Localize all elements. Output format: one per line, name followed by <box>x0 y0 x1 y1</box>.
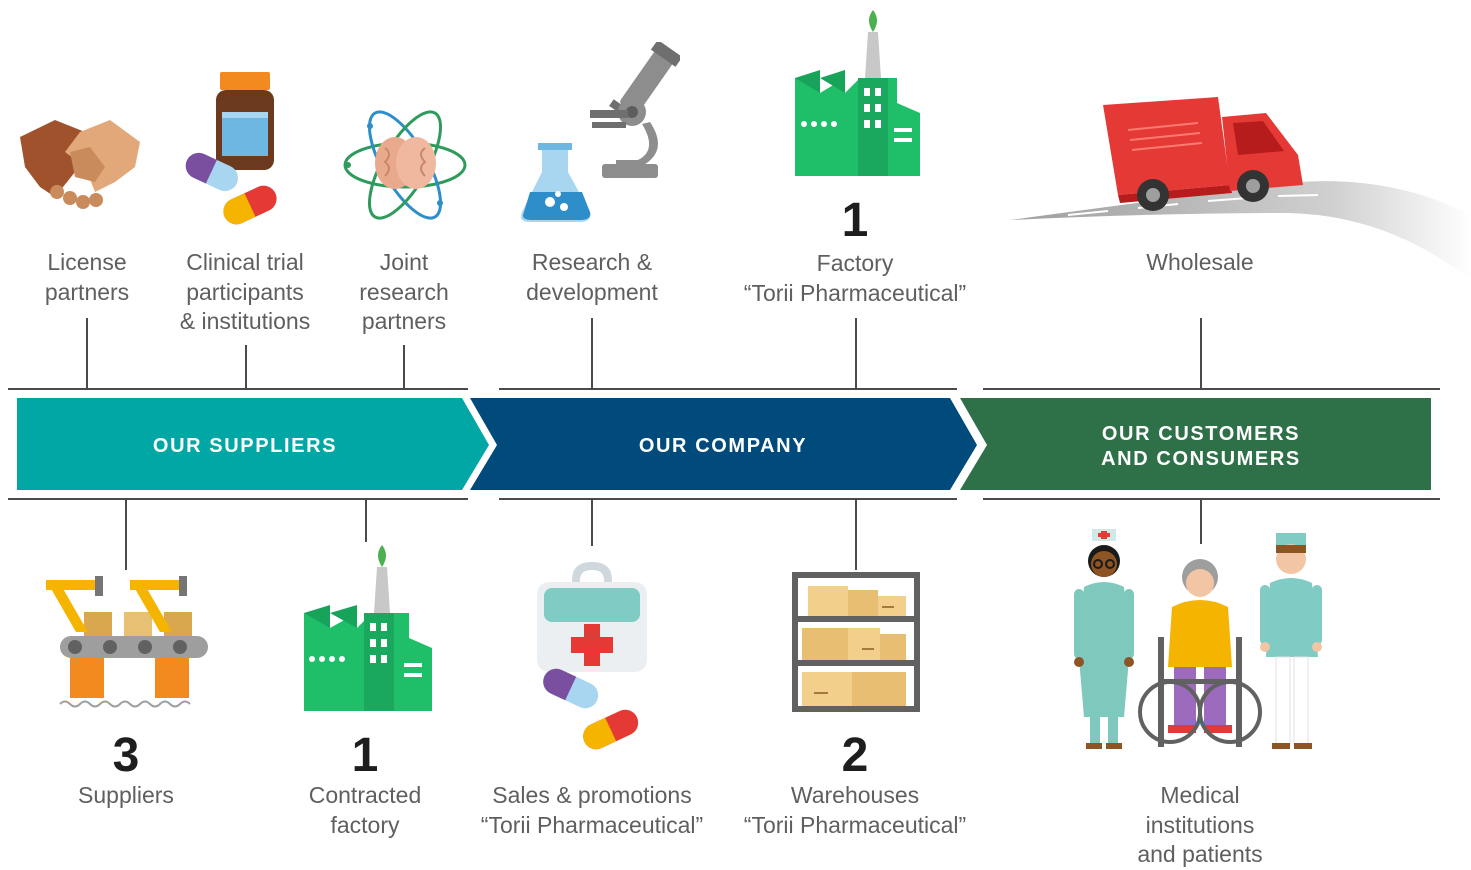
label-warehouses: Warehouses “Torii Pharmaceutical” <box>720 781 990 840</box>
label-wholesale: Wholesale <box>1100 248 1300 278</box>
label-line: Factory <box>816 250 894 276</box>
connector-suppliers <box>125 500 127 570</box>
band-label-customers-line-2: AND CONSUMERS <box>1101 448 1301 470</box>
medical-people-icon <box>1074 529 1322 749</box>
first-aid-kit-icon <box>537 562 647 750</box>
label-joint-research: Joint research partners <box>334 248 474 337</box>
label-license-partners: License partners <box>7 248 167 307</box>
factory-count: 1 <box>841 194 869 247</box>
label-line: and patients <box>1137 841 1263 867</box>
label-line: Contracted <box>308 782 422 808</box>
connector-rd <box>591 318 593 388</box>
connector-warehouses <box>855 500 857 570</box>
label-line: development <box>526 278 658 305</box>
connector-clinical <box>245 345 247 388</box>
label-line: “Torii Pharmaceutical” <box>743 279 967 306</box>
top-rail-customers <box>983 388 1440 390</box>
label-line: partners <box>44 278 130 305</box>
label-clinical-trial: Clinical trial participants & institutio… <box>155 248 335 337</box>
company-band <box>470 398 977 490</box>
label-medical-institutions: Medical institutions and patients <box>1100 781 1300 870</box>
warehouse-shelf-icon <box>792 572 920 712</box>
connector-contracted <box>365 500 367 542</box>
contracted-factory-count: 1 <box>351 729 379 782</box>
label-factory: Factory “Torii Pharmaceutical” <box>715 249 995 308</box>
label-line: License <box>47 249 127 275</box>
suppliers-band <box>17 398 489 490</box>
label-line: Wholesale <box>1146 249 1254 275</box>
label-line: research <box>359 278 449 305</box>
brain-atom-icon <box>343 110 467 220</box>
value-chain-band <box>17 398 1431 490</box>
band-label-company: OUR COMPANY <box>638 435 808 457</box>
label-line: participants <box>186 278 304 305</box>
connector-wholesale <box>1200 318 1202 388</box>
label-line: Medical <box>1160 782 1240 808</box>
suppliers-count: 3 <box>112 729 140 782</box>
warehouses-count: 2 <box>841 729 869 782</box>
label-line: “Torii Pharmaceutical” <box>743 811 967 838</box>
label-line: Research & <box>531 249 653 275</box>
connector-factory <box>855 318 857 388</box>
label-research-development: Research & development <box>492 248 692 307</box>
handshake-icon <box>20 120 140 209</box>
label-line: & institutions <box>179 308 311 334</box>
factory-icon <box>795 10 920 176</box>
label-line: Sales & promotions <box>492 782 692 808</box>
customers-band <box>960 398 1431 490</box>
bottom-rail-customers <box>983 498 1440 500</box>
robot-arm-conveyor-icon <box>46 576 208 708</box>
band-label-customers-line-1: OUR CUSTOMERS <box>1101 423 1301 445</box>
top-rail-company <box>499 388 957 390</box>
bottom-rail-company <box>499 498 957 500</box>
truck-icon <box>1010 97 1471 280</box>
microscope-flask-icon <box>521 42 680 222</box>
top-rail-suppliers <box>8 388 468 390</box>
label-line: Warehouses <box>790 782 920 808</box>
label-line: factory <box>330 811 400 838</box>
connector-joint <box>403 345 405 388</box>
factory-icon <box>304 545 432 711</box>
connector-license <box>86 318 88 388</box>
label-line: Clinical trial <box>186 249 304 275</box>
connector-medical <box>1200 500 1202 544</box>
label-line: “Torii Pharmaceutical” <box>480 811 704 838</box>
medicine-bottle-icon <box>185 72 277 225</box>
label-line: Joint <box>379 249 429 275</box>
band-label-customers: OUR CUSTOMERS AND CONSUMERS <box>980 422 1422 472</box>
label-contracted-factory: Contracted factory <box>275 781 455 840</box>
label-suppliers: Suppliers <box>46 781 206 811</box>
label-sales-promotions: Sales & promotions “Torii Pharmaceutical… <box>457 781 727 840</box>
band-label-suppliers: OUR SUPPLIERS <box>152 435 338 457</box>
label-line: partners <box>361 308 447 334</box>
label-line: institutions <box>1145 811 1255 838</box>
connector-sales <box>591 500 593 546</box>
label-line: Suppliers <box>78 782 174 808</box>
bottom-rail-suppliers <box>8 498 468 500</box>
